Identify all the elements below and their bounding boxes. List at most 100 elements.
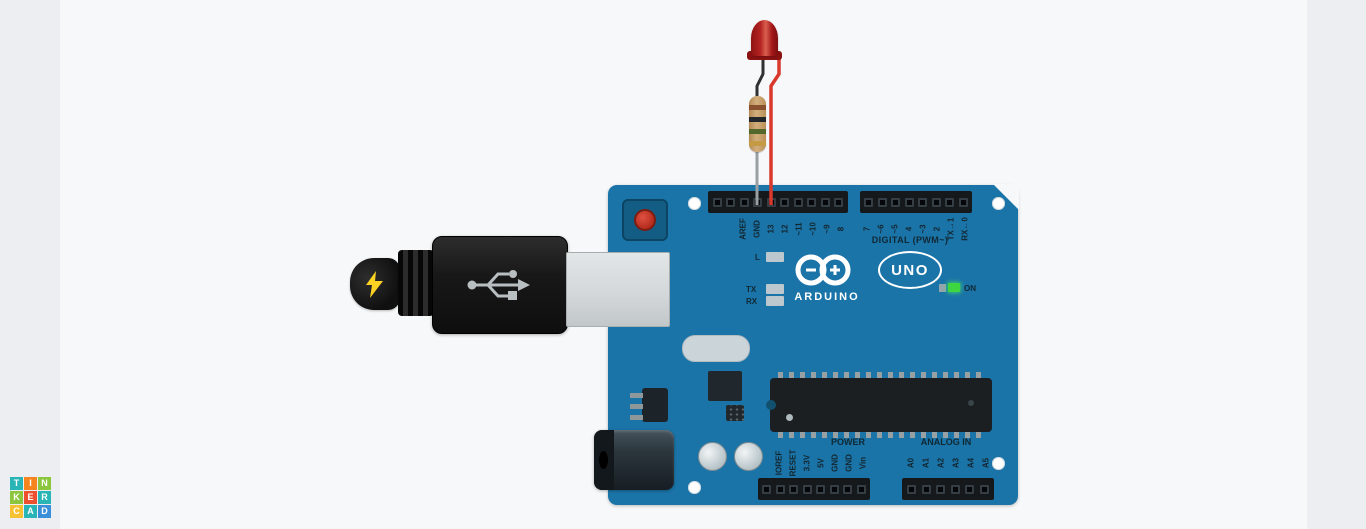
logo-tile-R: R: [38, 491, 51, 504]
pin-hole[interactable]: [877, 197, 887, 207]
onboard-led-rx: [766, 296, 784, 306]
icsp-header: [726, 405, 744, 421]
pin-label-A0: A0: [906, 457, 915, 469]
mounting-hole: [992, 457, 1005, 470]
crystal-oscillator: [682, 335, 750, 362]
wire-anode-to-pin13[interactable]: [769, 57, 781, 205]
pin-hole[interactable]: [904, 197, 914, 207]
logo-tile-I: I: [24, 477, 37, 490]
pin-label-A4: A4: [966, 457, 975, 469]
pin-label-IOREF: IOREF: [774, 450, 784, 476]
wire-cathode-to-resistor[interactable]: [755, 57, 765, 100]
pin-label-GND: GND: [752, 220, 762, 238]
logo-tile-A: A: [24, 505, 37, 518]
resistor-band-2: [749, 117, 766, 122]
led-tx-label: TX: [746, 285, 757, 294]
digital-header-right[interactable]: [860, 191, 972, 213]
pin-hole[interactable]: [864, 197, 874, 207]
canvas-gutter-left: [0, 0, 60, 529]
pin-hole[interactable]: [816, 484, 826, 494]
pin-hole[interactable]: [843, 484, 853, 494]
resistor-band-4: [749, 141, 766, 146]
pin-label-A2: A2: [936, 457, 945, 469]
pin-label-GND: GND: [830, 454, 840, 472]
reset-button-cap[interactable]: [634, 209, 656, 231]
usb-cable-end[interactable]: [350, 258, 400, 310]
ic-chip-small: [708, 371, 742, 401]
pin-label-Vin: Vin: [858, 456, 868, 470]
voltage-regulator: [642, 388, 668, 422]
pin-hole[interactable]: [958, 197, 968, 207]
power-on-led: [948, 283, 960, 292]
onboard-led-l: [766, 252, 784, 262]
logo-tile-K: K: [10, 491, 23, 504]
pin-hole[interactable]: [891, 197, 901, 207]
pin-hole[interactable]: [965, 484, 975, 494]
pin-label-10: ~10: [808, 222, 818, 236]
digital-header-left[interactable]: [708, 191, 848, 213]
pin-hole[interactable]: [921, 484, 931, 494]
pin-hole[interactable]: [907, 484, 917, 494]
power-led-pad: [939, 284, 946, 292]
pin-hole[interactable]: [766, 197, 776, 207]
pin-label-9: ~9: [822, 224, 832, 234]
pin-label-13: 13: [766, 224, 776, 234]
usb-cable-strain-relief[interactable]: [398, 250, 434, 316]
uno-model-label: UNO: [891, 261, 929, 279]
pin-hole[interactable]: [780, 197, 790, 207]
power-header[interactable]: [758, 478, 870, 500]
pin-hole[interactable]: [726, 197, 736, 207]
power-on-label: ON: [964, 284, 976, 293]
resistor-band-3: [749, 129, 766, 134]
pin-hole[interactable]: [829, 484, 839, 494]
chip-pin1-dot: [786, 414, 793, 421]
pin-hole[interactable]: [739, 197, 749, 207]
resistor[interactable]: [749, 96, 766, 152]
power-jack[interactable]: [594, 430, 674, 490]
pin-hole[interactable]: [931, 197, 941, 207]
analog-header[interactable]: [902, 478, 994, 500]
power-section-label: POWER: [830, 437, 866, 447]
pin-hole[interactable]: [945, 197, 955, 207]
led[interactable]: [751, 20, 778, 56]
pin-hole[interactable]: [807, 197, 817, 207]
pin-label-RESET: RESET: [788, 449, 798, 477]
chip-notch: [766, 400, 776, 410]
onboard-led-tx: [766, 284, 784, 294]
pin-hole[interactable]: [793, 197, 803, 207]
pin-hole[interactable]: [802, 484, 812, 494]
chip-dot: [968, 400, 974, 406]
pin-hole[interactable]: [856, 484, 866, 494]
logo-tile-T: T: [10, 477, 23, 490]
pin-hole[interactable]: [979, 484, 989, 494]
pin-hole[interactable]: [762, 484, 772, 494]
pin-hole[interactable]: [789, 484, 799, 494]
pin-hole[interactable]: [820, 197, 830, 207]
analog-section-label: ANALOG IN: [920, 437, 972, 447]
pin-hole[interactable]: [950, 484, 960, 494]
lightning-bolt-icon: [366, 270, 383, 298]
pin-hole[interactable]: [936, 484, 946, 494]
logo-tile-N: N: [38, 477, 51, 490]
pin-hole[interactable]: [753, 197, 763, 207]
led-l-label: L: [755, 253, 760, 262]
pin-hole[interactable]: [834, 197, 844, 207]
pin-hole[interactable]: [918, 197, 928, 207]
pin-label-GND: GND: [844, 454, 854, 472]
logo-tile-C: C: [10, 505, 23, 518]
pin-label-11: ~11: [794, 222, 804, 236]
pin-hole[interactable]: [775, 484, 785, 494]
pin-hole[interactable]: [712, 197, 722, 207]
usb-port[interactable]: [566, 252, 670, 327]
arduino-infinity-logo-icon: [795, 254, 851, 286]
usb-plug[interactable]: [432, 236, 568, 334]
reset-button[interactable]: [622, 199, 668, 241]
power-jack-opening: [599, 451, 608, 469]
uno-model-badge: UNO: [878, 251, 942, 289]
